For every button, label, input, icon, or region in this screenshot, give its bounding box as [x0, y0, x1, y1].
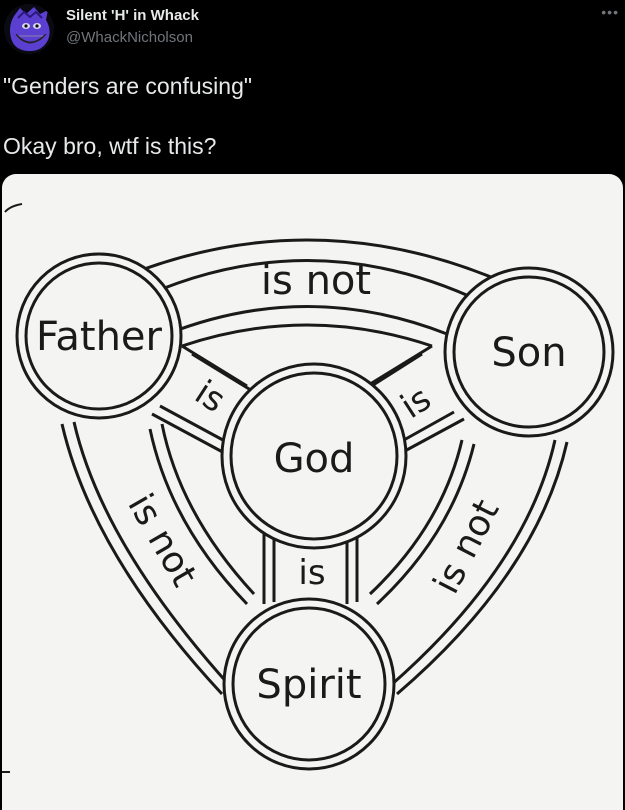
label-is-left: is — [188, 373, 233, 421]
right-band — [368, 439, 569, 696]
tweet-image[interactable]: Father Son God Spirit is not is not is n… — [2, 174, 623, 810]
tweet-text-line-1: "Genders are confusing" — [3, 73, 253, 99]
label-is-right: is — [394, 379, 439, 427]
tweet-header: Silent 'H' in Whack @WhackNicholson ••• — [0, 0, 625, 62]
label-god: God — [274, 436, 355, 482]
tweet-text-line-2: Okay bro, wtf is this? — [3, 133, 217, 159]
trinity-diagram: Father Son God Spirit is not is not is n… — [2, 203, 615, 773]
label-is-not-right: is not — [426, 493, 508, 600]
label-is-not-top: is not — [261, 258, 371, 304]
avatar[interactable] — [4, 4, 54, 54]
node-son — [443, 266, 615, 438]
node-spirit — [222, 597, 396, 771]
spoke-left — [151, 344, 255, 458]
label-is-not-left: is not — [119, 487, 204, 593]
display-name[interactable]: Silent 'H' in Whack — [66, 7, 199, 24]
user-handle[interactable]: @WhackNicholson — [66, 29, 193, 46]
left-band — [60, 421, 256, 696]
label-son: Son — [491, 330, 566, 376]
label-father: Father — [36, 314, 162, 360]
purple-face-icon — [4, 4, 54, 54]
more-options-icon[interactable]: ••• — [601, 4, 619, 20]
node-father — [15, 252, 183, 420]
label-spirit: Spirit — [256, 662, 361, 708]
label-is-bottom: is — [298, 553, 325, 593]
scan-mark — [4, 203, 23, 213]
top-band — [101, 238, 513, 348]
node-god — [220, 362, 408, 550]
spoke-bottom — [262, 534, 359, 604]
